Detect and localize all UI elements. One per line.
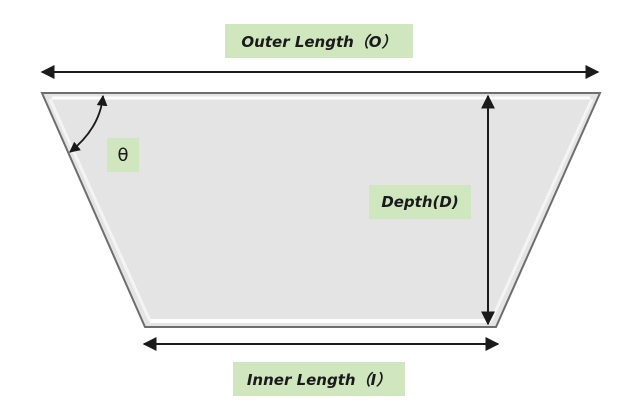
trapezoid-bevel-left (48, 98, 152, 322)
depth-label: Depth(D) (369, 185, 471, 219)
outer-length-label: Outer Length（O） (225, 24, 413, 58)
angle-arc (69, 94, 108, 153)
angle-label: θ (107, 138, 139, 172)
trapezoid-bevel-right (489, 98, 594, 322)
trapezoid-shape (40, 92, 602, 328)
inner-length-label: Inner Length（I） (233, 362, 405, 396)
